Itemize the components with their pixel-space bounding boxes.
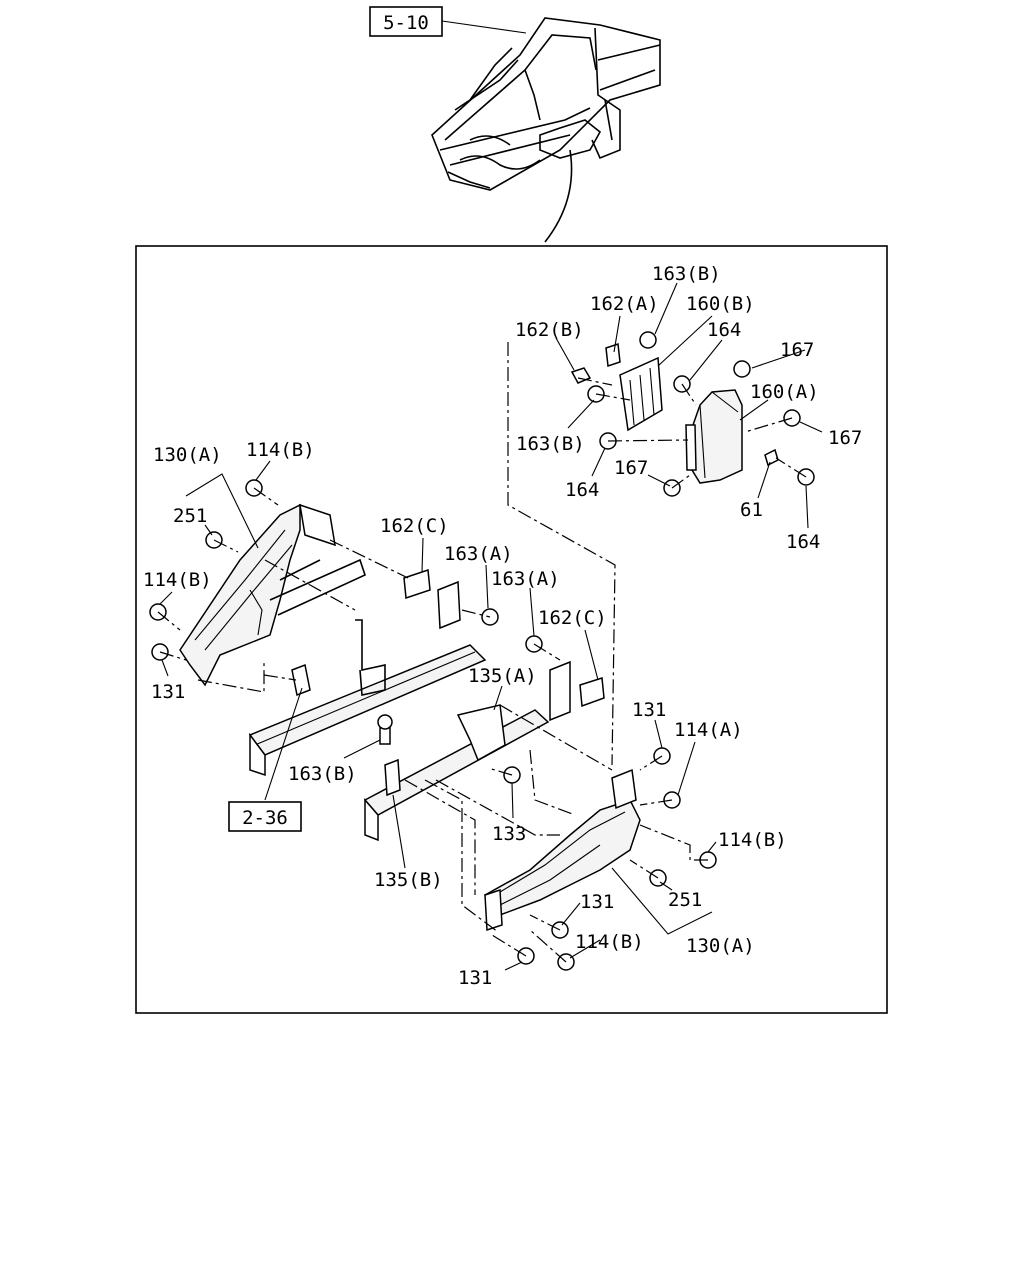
left-frame-bracket-assembly [149,460,499,801]
label-114b-right: 114(B) [718,829,787,851]
reference-2-36-label: 2-36 [242,807,288,829]
label-167-mid: 167 [614,457,648,479]
label-163b-top: 163(B) [652,263,721,285]
vehicle-overview [431,17,661,243]
label-162c-right: 162(C) [538,607,607,629]
label-167-top: 167 [780,339,814,361]
label-164-top: 164 [707,319,741,341]
detail-frame [135,245,888,1014]
label-114b-bottom: 114(B) [575,931,644,953]
label-251-left: 251 [173,505,207,527]
right-frame-bracket-assembly [343,587,717,971]
label-131-right-low: 131 [580,891,614,913]
label-162b: 162(B) [515,319,584,341]
label-131-bottom: 131 [458,967,492,989]
label-135b: 135(B) [374,869,443,891]
label-133: 133 [492,823,526,845]
label-131-right-top: 131 [632,699,666,721]
label-130a-left: 130(A) [153,444,222,466]
label-160b: 160(B) [686,293,755,315]
label-167-right: 167 [828,427,862,449]
label-162c-left: 162(C) [380,515,449,537]
upper-right-bracket-assembly [507,282,823,766]
label-114b-left-top: 114(B) [246,439,315,461]
reference-5-10: 5-10 [369,6,443,37]
reference-5-10-label: 5-10 [383,12,429,34]
label-61: 61 [740,499,763,521]
label-164-mid: 164 [565,479,599,501]
label-130a-right: 130(A) [686,935,755,957]
label-131-left: 131 [151,681,185,703]
label-114a: 114(A) [674,719,743,741]
label-160a: 160(A) [750,381,819,403]
label-163a-right: 163(A) [491,568,560,590]
label-164-bottom: 164 [786,531,820,553]
label-251-right: 251 [668,889,702,911]
label-114b-left-mid: 114(B) [143,569,212,591]
part-labels: 163(B) 162(A) 160(B) 162(B) 164 167 160(… [143,263,862,989]
label-163b-low: 163(B) [288,763,357,785]
label-135a: 135(A) [468,665,537,687]
label-163a-left: 163(A) [444,543,513,565]
label-163b-mid: 163(B) [516,433,585,455]
label-162a: 162(A) [590,293,659,315]
reference-2-36: 2-36 [228,801,302,832]
